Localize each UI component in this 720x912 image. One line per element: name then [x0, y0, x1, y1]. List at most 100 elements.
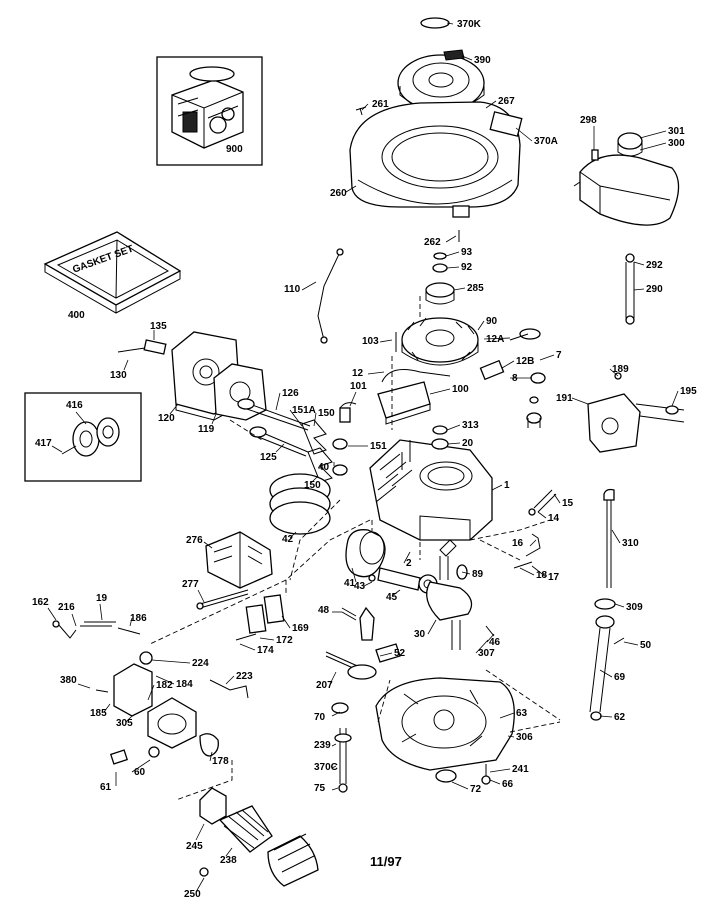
leader-line-92	[446, 266, 460, 269]
leader-line-277	[197, 589, 205, 603]
leader-line-150	[313, 412, 317, 427]
part-label-100: 100	[452, 384, 469, 395]
part-label-125: 125	[260, 452, 277, 463]
part-label-216: 216	[58, 602, 75, 613]
part-label-260: 260	[330, 188, 347, 199]
part-label-400: 400	[68, 310, 85, 321]
leader-line-125	[275, 443, 285, 453]
leader-line-276	[203, 541, 213, 549]
part-label-70: 70	[314, 712, 326, 723]
leader-line-186	[129, 617, 133, 627]
leader-line-18	[519, 567, 535, 576]
part-label-191: 191	[556, 393, 573, 404]
leader-line-150	[309, 475, 319, 485]
part-label-151: 151	[370, 441, 387, 452]
leader-line-290	[633, 288, 645, 291]
leader-line-72	[451, 781, 469, 790]
leader-line-250	[195, 877, 205, 893]
part-label-310: 310	[622, 538, 639, 549]
leader-line-120	[169, 403, 179, 415]
part-label-8: 8	[512, 373, 518, 384]
lower-shaft-group	[331, 702, 352, 793]
part-label-45: 45	[386, 592, 398, 603]
part-label-101: 101	[350, 381, 367, 392]
part-label-7: 7	[556, 350, 562, 361]
fuel-tank-group	[573, 132, 680, 325]
leader-line-189	[609, 368, 619, 377]
leader-line-75	[331, 787, 339, 791]
part-label-41: 41	[344, 578, 356, 589]
part-label-267: 267	[498, 96, 515, 107]
flywheel-group	[317, 248, 546, 428]
part-label-42: 42	[282, 534, 294, 545]
leader-line-267	[485, 100, 497, 109]
part-label-48: 48	[318, 605, 330, 616]
leader-line-89	[461, 571, 471, 575]
gasket-set-kit	[43, 231, 182, 314]
sump-cover	[375, 677, 515, 785]
leader-line-20	[447, 442, 461, 445]
leader-line-172	[259, 637, 275, 641]
part-label-305: 305	[116, 718, 133, 729]
part-label-390: 390	[474, 55, 491, 66]
part-label-277: 277	[182, 579, 199, 590]
leader-line-126	[275, 392, 281, 411]
leader-line-310	[611, 529, 621, 544]
part-label-276: 276	[186, 535, 203, 546]
part-label-151a: 151A	[292, 405, 316, 416]
leader-line-260	[345, 185, 357, 193]
part-label-207: 207	[316, 680, 333, 691]
leader-line-307	[475, 639, 489, 654]
part-label-103: 103	[362, 336, 379, 347]
leader-line-245	[195, 823, 205, 841]
leader-line-50	[623, 641, 639, 646]
part-label-245: 245	[186, 841, 203, 852]
leader-line-261	[361, 103, 369, 111]
part-label-110: 110	[284, 284, 301, 295]
part-label-93: 93	[461, 247, 473, 258]
leader-line-191	[571, 397, 589, 405]
part-label-75: 75	[314, 783, 326, 794]
leader-line-101	[349, 391, 357, 407]
part-label-184: 184	[176, 679, 193, 690]
part-label-60: 60	[134, 767, 146, 778]
leader-line-2	[403, 551, 411, 564]
part-label-17: 17	[548, 572, 560, 583]
leader-line-262	[445, 235, 457, 243]
leader-line-239	[331, 743, 337, 747]
throttle-linkage	[52, 620, 153, 665]
part-label-62: 62	[614, 712, 626, 723]
leader-line-151a	[289, 409, 303, 427]
ignition-armature-group	[339, 369, 451, 425]
part-label-89: 89	[472, 569, 484, 580]
part-label-30: 30	[414, 629, 426, 640]
part-label-298: 298	[580, 115, 597, 126]
muffler-group	[196, 531, 273, 610]
leader-line-238	[225, 847, 233, 857]
leader-line-14	[537, 511, 547, 519]
leader-line-292	[633, 261, 645, 266]
part-label-66: 66	[502, 779, 514, 790]
leader-line-182	[147, 684, 155, 701]
leader-line-63	[499, 712, 515, 719]
part-label-238: 238	[220, 855, 237, 866]
leader-line-41	[351, 567, 357, 583]
part-label-130: 130	[110, 370, 127, 381]
part-label-186: 186	[130, 613, 147, 624]
dipstick-group	[589, 488, 625, 721]
part-label-120: 120	[158, 413, 175, 424]
part-label-63: 63	[516, 708, 528, 719]
date-code: 11/97	[370, 854, 402, 869]
part-label-178: 178	[212, 756, 229, 767]
part-label-15: 15	[562, 498, 574, 509]
leader-lines	[47, 22, 679, 893]
part-label-285: 285	[467, 283, 484, 294]
leader-line-300	[639, 142, 667, 151]
part-label-126: 126	[282, 388, 299, 399]
part-label-417: 417	[35, 438, 52, 449]
leader-line-380	[77, 683, 91, 689]
leader-line-184	[155, 675, 175, 685]
leader-line-241	[489, 768, 511, 773]
